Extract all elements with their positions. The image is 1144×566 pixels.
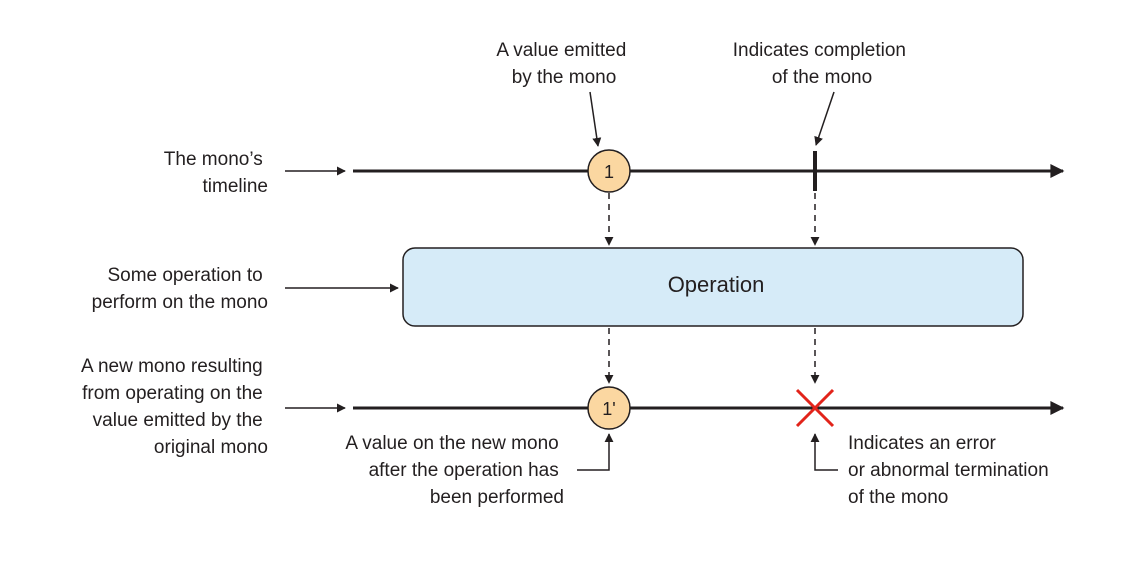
operation-box xyxy=(402,247,1024,327)
value-emitted-label: A value emitted by the mono xyxy=(496,40,631,88)
error-pointer xyxy=(810,433,838,471)
result-value-text: 1' xyxy=(602,399,615,419)
mono-timeline-label: The mono’s timeline xyxy=(164,149,268,197)
completion-pointer xyxy=(814,91,835,146)
new-mono-label: A new mono resulting from operating on t… xyxy=(81,356,268,458)
new-value-label: A value on the new mono after the operat… xyxy=(345,433,564,508)
operation-box-label: Operation xyxy=(668,272,765,297)
completion-label: Indicates completion of the mono xyxy=(733,40,912,88)
operation-label: Some operation to perform on the mono xyxy=(92,265,268,313)
error-x-icon xyxy=(795,388,835,428)
error-label: Indicates an error or abnormal terminati… xyxy=(848,433,1054,508)
new-value-pointer xyxy=(577,433,614,471)
source-value-text: 1 xyxy=(604,162,614,182)
source-value-marble xyxy=(587,149,631,193)
result-value-marble xyxy=(587,386,631,430)
value-emitted-pointer xyxy=(589,91,602,147)
